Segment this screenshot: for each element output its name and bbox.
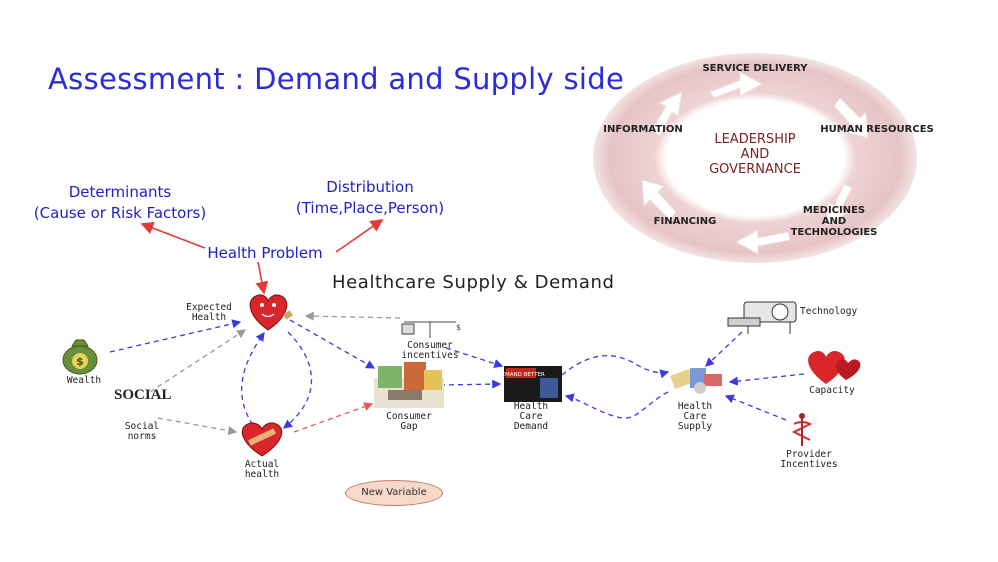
- wheel-medicines-line: MEDICINES: [802, 205, 866, 216]
- link-supply-demand: [564, 391, 669, 419]
- wheel-financing: FINANCING: [653, 216, 717, 227]
- wheel-arrow: [651, 91, 683, 137]
- label-line: Social: [124, 421, 160, 432]
- supply-demand-heading: Healthcare Supply & Demand: [332, 272, 615, 293]
- wheel-medicines: MEDICINES AND TECHNOLOGIES: [786, 205, 882, 238]
- label-line: Consumer: [407, 340, 453, 351]
- distribution-line: Distribution: [326, 178, 414, 196]
- consumer-gap-label: Consumer Gap: [374, 412, 444, 432]
- demand-book-text: DEMAND BETTER: [497, 372, 545, 378]
- label-line: norms: [127, 431, 157, 442]
- new-variable-oval: New Variable: [345, 480, 443, 506]
- link-capacity-supply: [728, 373, 805, 386]
- label-line: Gap: [400, 421, 418, 432]
- provider-incentives-label: Provider Incentives: [772, 450, 846, 470]
- link-demand-supply: [561, 355, 670, 379]
- slide-title: Assessment : Demand and Supply side: [48, 62, 625, 96]
- caduceus-icon: [791, 413, 813, 446]
- arrow-to-expected-health: [255, 261, 269, 295]
- arrow-to-determinants: [140, 222, 206, 249]
- label-line: Consumer: [386, 411, 432, 422]
- distribution-label: Distribution (Time,Place,Person): [290, 177, 450, 219]
- svg-text:$: $: [456, 323, 461, 332]
- health-care-supply-label: Health Care Supply: [662, 402, 728, 432]
- wheel-center-label: LEADERSHIP AND GOVERNANCE: [700, 132, 810, 177]
- health-problem-label: Health Problem: [207, 244, 323, 262]
- health-care-demand-label: Health Care Demand: [498, 402, 564, 432]
- capacity-hearts-icon: [808, 350, 861, 384]
- svg-text:$: $: [76, 355, 84, 368]
- link-technology-supply: [705, 331, 743, 367]
- label-line: Care: [519, 411, 543, 422]
- label-line: incentives: [401, 350, 459, 361]
- link-expected-gap: [289, 319, 376, 369]
- money-bag-icon: $: [62, 339, 98, 375]
- wheel-arrow: [641, 179, 677, 221]
- link-gap-demand: [439, 379, 502, 389]
- label-line: Expected: [186, 302, 232, 313]
- link-actual-gap: [293, 402, 374, 433]
- link-norms-expected: [149, 329, 247, 393]
- wheel-arrow: [734, 229, 791, 255]
- label-line: health: [244, 469, 280, 480]
- wheel-medicines-line: TECHNOLOGIES: [790, 227, 878, 238]
- wheel-center-line: GOVERNANCE: [709, 162, 801, 177]
- wheel-service-delivery: SERVICE DELIVERY: [702, 63, 808, 74]
- link-expected-actual: [282, 331, 313, 429]
- determinants-line: (Cause or Risk Factors): [33, 204, 207, 222]
- actual-health-heart-icon: [241, 422, 283, 457]
- wheel-human-resources: HUMAN RESOURCES: [820, 124, 934, 135]
- wheel-medicines-line: AND: [821, 216, 847, 227]
- technology-machine-icon: [727, 301, 797, 334]
- wheel-center: [675, 108, 835, 208]
- link-incentives-demand: [445, 347, 504, 368]
- demand-better-book-icon: DEMAND BETTER: [497, 366, 562, 402]
- label-line: Actual: [244, 459, 280, 470]
- label-line: Health: [513, 401, 549, 412]
- link-incentives-expected: [304, 311, 401, 321]
- label-line: Provider: [786, 449, 832, 460]
- label-line: Incentives: [780, 459, 838, 470]
- determinants-label: Determinants (Cause or Risk Factors): [22, 182, 218, 224]
- wheel-center-line: LEADERSHIP: [714, 132, 796, 147]
- consumer-gap-icon: [374, 362, 444, 408]
- determinants-line: Determinants: [68, 183, 172, 201]
- health-system-wheel: [593, 53, 917, 263]
- label-line: Health: [677, 401, 713, 412]
- link-wealth-expected: [109, 319, 242, 353]
- distribution-line: (Time,Place,Person): [295, 199, 445, 217]
- capacity-label: Capacity: [809, 385, 855, 396]
- label-line: Care: [683, 411, 707, 422]
- medical-supplies-icon: [670, 368, 722, 394]
- wheel-arrow: [833, 97, 869, 139]
- social-norms-label: Social norms: [112, 422, 172, 442]
- link-norms-actual: [157, 417, 238, 436]
- scale-icon: $: [401, 321, 461, 338]
- expected-health-label: Expected Health: [176, 303, 242, 323]
- expected-health-heart-icon: [249, 294, 293, 331]
- link-provider-supply: [724, 394, 787, 421]
- link-actual-expected: [241, 331, 265, 433]
- actual-health-label: Actual health: [232, 460, 292, 480]
- label-line: Demand: [513, 421, 549, 432]
- label-line: Health: [191, 312, 227, 323]
- arrow-to-distribution: [335, 219, 384, 253]
- wheel-center-line: AND: [740, 147, 770, 162]
- wheel-arrow: [709, 71, 764, 99]
- consumer-incentives-label: Consumer incentives: [390, 341, 470, 361]
- wealth-label: Wealth: [66, 375, 102, 386]
- social-norms-icon: SOCIAL: [114, 387, 172, 403]
- wheel-arrow: [825, 183, 853, 227]
- wheel-information: INFORMATION: [603, 124, 683, 135]
- technology-label: Technology: [800, 306, 858, 317]
- label-line: Supply: [677, 421, 713, 432]
